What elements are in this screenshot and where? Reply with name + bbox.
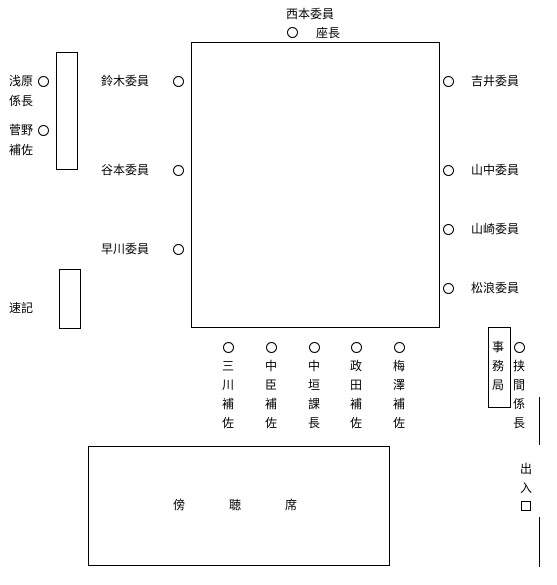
bottom-title-5: 補佐	[392, 397, 405, 430]
bottom-name-2: 中臣	[264, 359, 277, 392]
bottom-seat-3	[309, 342, 320, 353]
right-member-3: 山崎委員	[471, 222, 520, 236]
secretariat-label: 事務局	[491, 340, 504, 392]
secretariat-member-seat	[514, 342, 525, 353]
left-member-3: 早川委員	[101, 242, 150, 256]
wall-line-lower	[539, 517, 540, 567]
gallery-char-3: 席	[285, 498, 298, 512]
right-seat-3	[443, 224, 454, 235]
left-staff-title-2: 補佐	[9, 143, 34, 157]
chair-seat	[287, 27, 298, 38]
left-member-1: 鈴木委員	[101, 74, 150, 88]
left-staff-name-1: 浅原	[9, 74, 34, 88]
bottom-title-3: 課長	[307, 397, 320, 430]
right-seat-2	[443, 165, 454, 176]
chair-role: 座長	[316, 26, 341, 40]
secretariat-member-name: 挟間	[512, 359, 525, 392]
right-member-2: 山中委員	[471, 163, 520, 177]
secretariat-desk	[488, 327, 511, 408]
bottom-name-4: 政田	[349, 359, 362, 392]
bottom-seat-1	[223, 342, 234, 353]
left-seat-3	[173, 244, 184, 255]
right-member-4: 松浪委員	[471, 281, 520, 295]
stenographer-desk	[59, 269, 81, 329]
bottom-title-2: 補佐	[264, 397, 277, 430]
secretariat-member-title: 係長	[512, 397, 525, 430]
right-member-1: 吉井委員	[471, 74, 520, 88]
left-staff-title-1: 係長	[9, 94, 34, 108]
left-staff-seat-2	[38, 125, 49, 136]
chair-name: 西本委員	[286, 7, 335, 21]
left-seat-2	[173, 165, 184, 176]
left-staff-seat-1	[38, 76, 49, 87]
public-gallery	[88, 446, 390, 566]
left-staff-name-2: 菅野	[9, 123, 34, 137]
door-icon[interactable]	[521, 501, 531, 511]
bottom-name-5: 梅澤	[392, 359, 405, 392]
bottom-title-1: 補佐	[221, 397, 234, 430]
meeting-table	[191, 42, 440, 328]
right-seat-1	[443, 76, 454, 87]
wall-line-upper	[539, 397, 540, 445]
left-member-2: 谷本委員	[101, 163, 150, 177]
right-seat-4	[443, 283, 454, 294]
bottom-name-1: 三川	[221, 359, 234, 392]
exit-label: 出入	[519, 462, 532, 495]
staff-desk	[56, 52, 78, 170]
bottom-title-4: 補佐	[349, 397, 362, 430]
bottom-seat-5	[394, 342, 405, 353]
gallery-char-2: 聴	[229, 498, 242, 512]
gallery-char-1: 傍	[173, 498, 186, 512]
bottom-seat-4	[351, 342, 362, 353]
stenographer-label: 速記	[9, 301, 34, 315]
left-seat-1	[173, 76, 184, 87]
bottom-name-3: 中垣	[307, 359, 320, 392]
bottom-seat-2	[266, 342, 277, 353]
